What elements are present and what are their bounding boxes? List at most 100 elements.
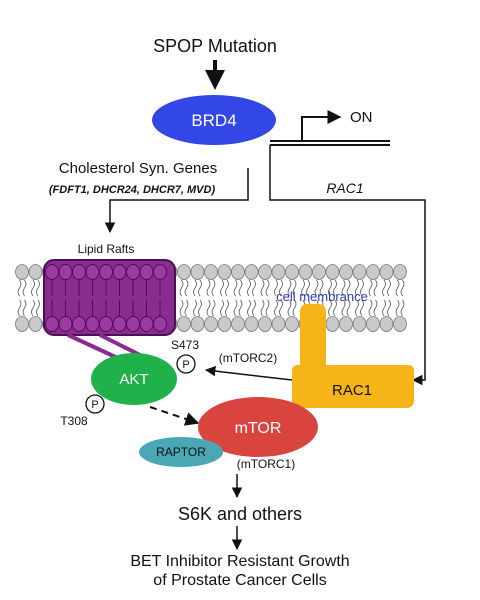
lipid-head [204, 264, 218, 280]
lipid-head [285, 316, 299, 332]
genes-to-lipid-rafts-arrow [104, 168, 249, 234]
cholesterol-genes-label: Cholesterol Syn. Genes [59, 160, 217, 177]
lipid-raft-head [99, 316, 113, 332]
lipid-head [352, 316, 367, 332]
phospho-s473-icon [176, 354, 196, 374]
lipid-head [325, 264, 340, 280]
lipid-head [379, 264, 394, 280]
lipid-tail [22, 299, 27, 317]
lipid-tail [341, 279, 346, 297]
lipid-tail [360, 279, 364, 297]
lipid-head [379, 316, 394, 332]
lipid-head [271, 264, 286, 280]
lipid-tail [382, 299, 386, 317]
lipid-tail [184, 299, 189, 317]
lipid-tail [206, 279, 211, 297]
lipid-raft-head [72, 316, 86, 332]
lipid-raft-head [112, 264, 127, 280]
lipid-raft-head [85, 316, 100, 332]
lipid-tail [260, 279, 265, 297]
akt-to-mtor-arrow [149, 406, 200, 426]
phospho-t308-label: P [91, 399, 98, 411]
lipid-raft-head [85, 264, 100, 280]
lipid-tail [287, 279, 292, 297]
rac1-to-akt-arrow [204, 365, 293, 381]
lipid-tail [328, 299, 332, 317]
lipid-tail [274, 299, 278, 317]
lipid-head [271, 316, 286, 332]
lipid-tail [211, 279, 216, 297]
lipid-tail [179, 299, 184, 317]
lipid-tail [238, 279, 243, 297]
lipid-head [217, 316, 232, 332]
lipid-tail [292, 299, 297, 317]
lipid-tail [373, 279, 378, 297]
cell-membrane-label: cell membrance [276, 289, 368, 304]
on-label: ON [350, 109, 373, 126]
rac1-protein-shape [292, 304, 414, 408]
outcome-line-1: BET Inhibitor Resistant Growth [130, 553, 349, 570]
lipid-tail [368, 299, 373, 317]
rac1-gene-label: RAC1 [326, 180, 363, 196]
s473-label: S473 [171, 338, 199, 352]
lipid-raft-head [153, 316, 167, 332]
lipid-tail [31, 299, 35, 317]
rac1-gene-to-protein-arrow [269, 145, 426, 386]
lipid-raft-heads [45, 264, 167, 332]
rac1-protein-label: RAC1 [332, 382, 372, 399]
transcription-start-arrow [301, 110, 342, 141]
lipid-tail [387, 299, 391, 317]
lipid-tail [319, 279, 324, 297]
lipid-head [339, 264, 353, 280]
lipid-tail [360, 299, 364, 317]
lipid-head [258, 264, 272, 280]
lipid-tail [36, 299, 40, 317]
lipid-tail [333, 279, 337, 297]
lipid-tail [179, 279, 184, 297]
lipid-tail [211, 299, 216, 317]
lipid-head [366, 316, 380, 332]
lipid-head [15, 316, 29, 332]
cholesterol-genes-list: (FDFT1, DHCR24, DHCR7, MVD) [49, 184, 216, 196]
lipid-tail [373, 299, 378, 317]
lipid-head [285, 264, 299, 280]
spop-mutation-label: SPOP Mutation [153, 36, 277, 56]
lipid-head [28, 264, 43, 280]
lipid-rafts-label: Lipid Rafts [78, 242, 135, 256]
lipid-head [231, 264, 245, 280]
lipid-tail [341, 299, 346, 317]
lipid-tail [247, 299, 251, 317]
brd4-label: BRD4 [191, 111, 236, 130]
lipid-head [177, 264, 191, 280]
lipid-tail [387, 279, 391, 297]
lipid-raft-head [139, 264, 154, 280]
lipid-tail [355, 299, 359, 317]
lipid-head [298, 264, 313, 280]
lipid-tail [193, 299, 197, 317]
mtorc1-label: (mTORC1) [237, 457, 295, 471]
lipid-tail [400, 299, 405, 317]
phospho-s473-label: P [182, 359, 189, 371]
lipid-tail [184, 279, 189, 297]
lipid-tail [17, 279, 22, 297]
lipid-head [258, 316, 272, 332]
lipid-raft-head [45, 316, 59, 332]
lipid-head [393, 316, 407, 332]
lipid-tail [198, 299, 202, 317]
lipid-tail [193, 279, 197, 297]
lipid-tail [252, 279, 256, 297]
lipid-head [190, 264, 205, 280]
lipid-head [244, 316, 259, 332]
brd4-node [152, 95, 276, 145]
lipid-tail [225, 299, 229, 317]
lipid-head [325, 316, 340, 332]
lipid-tail [252, 299, 256, 317]
lipid-head [231, 316, 245, 332]
akt-label: AKT [119, 371, 148, 388]
lipid-raft-head [139, 316, 154, 332]
lipid-tail [220, 299, 224, 317]
lipid-tail [279, 299, 283, 317]
lipid-head [366, 264, 380, 280]
